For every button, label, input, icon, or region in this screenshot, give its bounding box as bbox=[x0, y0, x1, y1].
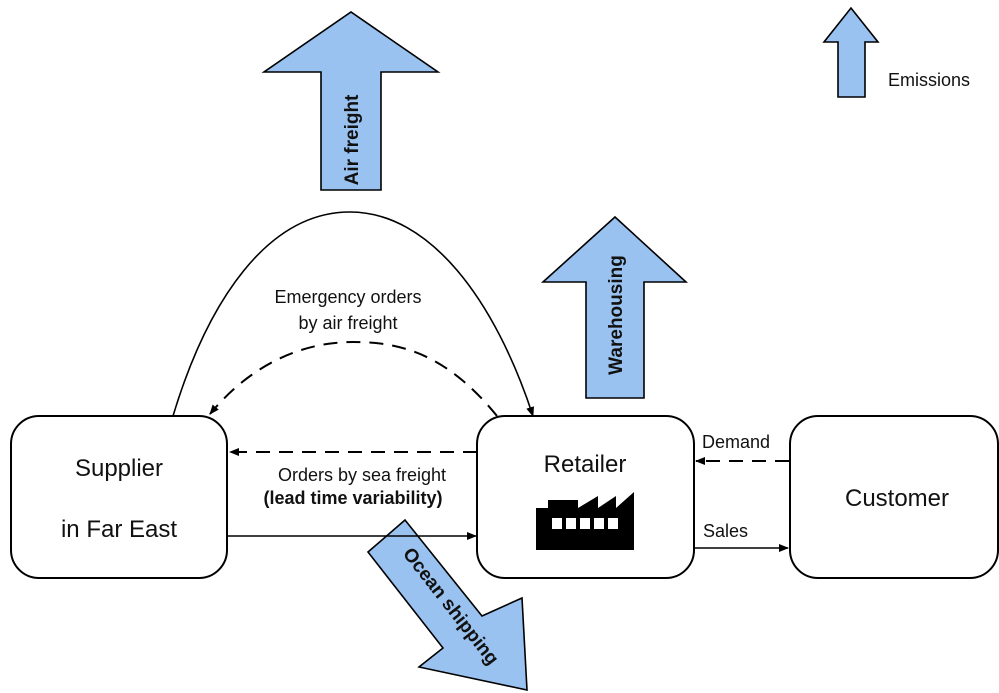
supplier-label-line2: in Far East bbox=[61, 516, 177, 543]
supplier-box bbox=[10, 415, 228, 579]
sea-orders-label-line1: Orders by sea freight bbox=[278, 465, 446, 485]
retailer-label: Retailer bbox=[544, 451, 627, 478]
warehousing-arrow bbox=[540, 215, 689, 399]
emergency-orders-label-line1: Emergency orders bbox=[274, 287, 421, 307]
air-freight-flow bbox=[172, 211, 534, 417]
sales-label: Sales bbox=[703, 521, 748, 541]
emergency-orders-label-line2: by air freight bbox=[298, 313, 397, 333]
retailer-box bbox=[476, 415, 695, 579]
customer-box bbox=[789, 415, 999, 579]
warehousing-label: Warehousing bbox=[606, 255, 627, 375]
legend-label: Emissions bbox=[888, 70, 970, 90]
supplier-label-line1: Supplier bbox=[75, 455, 163, 482]
sea-orders-label-line2: (lead time variability) bbox=[263, 488, 442, 508]
demand-label: Demand bbox=[702, 432, 770, 452]
air-freight-label: Air freight bbox=[342, 94, 363, 185]
customer-label: Customer bbox=[845, 485, 949, 512]
emergency-orders-flow bbox=[209, 340, 498, 417]
air-freight-arrow bbox=[261, 11, 441, 191]
factory-icon bbox=[536, 492, 634, 550]
legend-up-arrow-icon bbox=[822, 6, 880, 98]
ocean-shipping-arrow bbox=[366, 518, 528, 692]
